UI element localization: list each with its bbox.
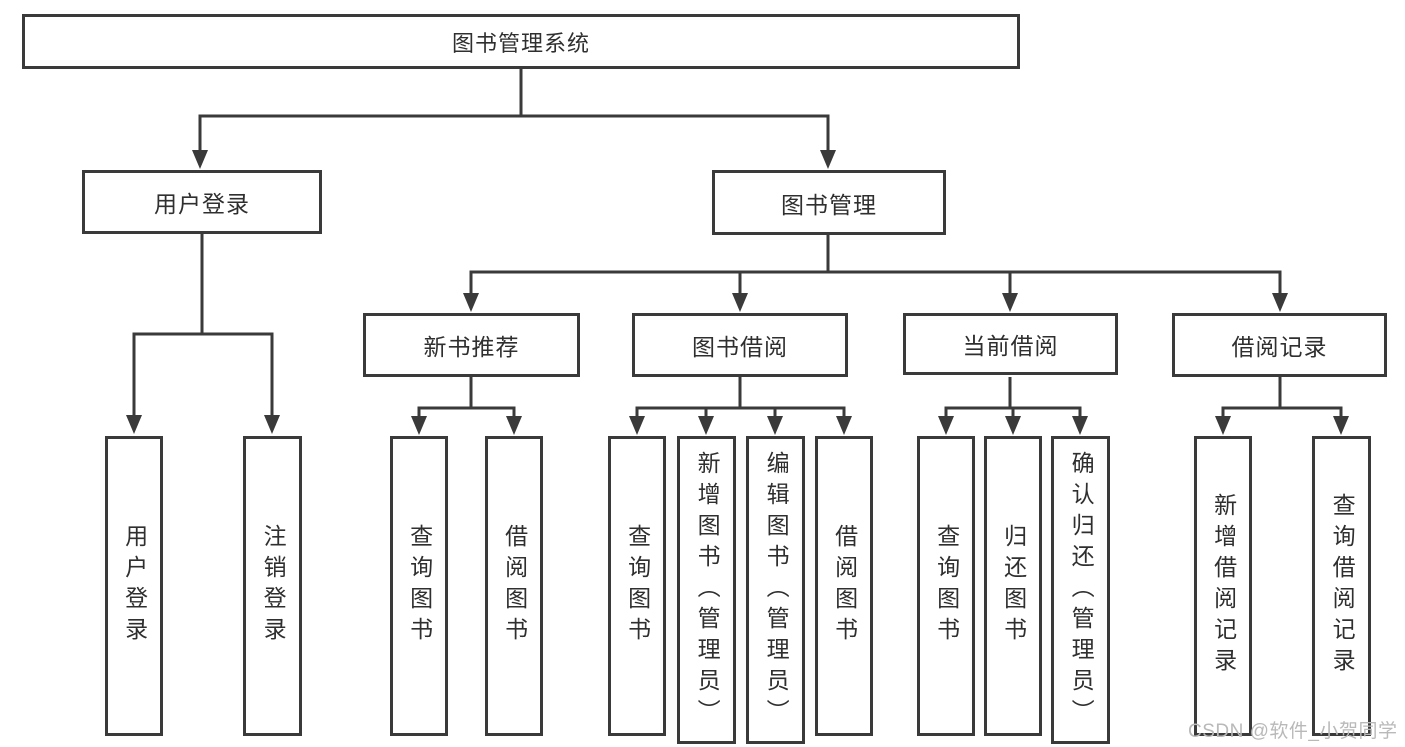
node-user-login-leaf-label: 用户登录	[121, 524, 148, 648]
node-root-label: 图书管理系统	[451, 30, 590, 56]
node-br-query-record: 查询借阅记录	[1312, 436, 1371, 736]
node-nb-borrow-book: 借阅图书	[485, 436, 543, 736]
node-logout-leaf: 注销登录	[243, 436, 302, 736]
node-nb-borrow-book-label: 借阅图书	[501, 524, 528, 648]
node-bb-query-book-label: 查询图书	[624, 524, 651, 648]
node-book-borrowing-label: 图书借阅	[692, 334, 788, 360]
node-bb-borrow-book-label: 借阅图书	[831, 524, 858, 648]
node-bb-add-book-admin: 新增图书（管理员）	[677, 436, 736, 744]
node-cb-confirm-return-admin-label: 确认归还（管理员）	[1068, 450, 1095, 730]
node-user-login-leaf: 用户登录	[105, 436, 163, 736]
edge-bb-split	[635, 406, 846, 419]
node-book-management: 图书管理	[712, 170, 946, 235]
edge-br-split	[1221, 406, 1343, 419]
node-book-borrowing: 图书借阅	[632, 313, 848, 377]
node-user-login: 用户登录	[82, 170, 322, 234]
node-bb-add-book-admin-label: 新增图书（管理员）	[694, 450, 721, 730]
node-book-management-label: 图书管理	[781, 191, 877, 218]
node-borrowing-records-label: 借阅记录	[1231, 334, 1328, 360]
watermark: CSDN @软件_小贺同学	[1188, 721, 1398, 742]
node-root: 图书管理系统	[22, 14, 1020, 69]
node-br-add-record-label: 新增借阅记录	[1210, 493, 1237, 679]
edge-root-split	[198, 114, 830, 153]
node-cb-query-book: 查询图书	[917, 436, 975, 736]
node-current-borrowing: 当前借阅	[903, 313, 1118, 375]
node-cb-query-book-label: 查询图书	[933, 524, 960, 648]
node-bb-edit-book-admin-label: 编辑图书（管理员）	[763, 450, 790, 730]
node-cb-return-book: 归还图书	[984, 436, 1042, 736]
edge-user-login-split	[132, 332, 274, 418]
node-borrowing-records: 借阅记录	[1172, 313, 1387, 377]
node-new-book-recommend-label: 新书推荐	[423, 334, 520, 360]
node-current-borrowing-label: 当前借阅	[962, 333, 1059, 359]
node-bb-borrow-book: 借阅图书	[815, 436, 873, 736]
edge-nb-split	[417, 406, 516, 419]
node-br-query-record-label: 查询借阅记录	[1329, 493, 1356, 679]
node-cb-confirm-return-admin: 确认归还（管理员）	[1051, 436, 1110, 744]
node-user-login-label: 用户登录	[154, 191, 250, 217]
node-new-book-recommend: 新书推荐	[363, 313, 580, 377]
node-bb-edit-book-admin: 编辑图书（管理员）	[746, 436, 805, 744]
node-logout-leaf-label: 注销登录	[260, 524, 287, 648]
arrowheads	[126, 150, 1349, 435]
node-nb-query-book-label: 查询图书	[406, 524, 433, 648]
node-bb-query-book: 查询图书	[608, 436, 666, 736]
node-br-add-record: 新增借阅记录	[1194, 436, 1252, 736]
node-nb-query-book: 查询图书	[390, 436, 448, 736]
node-cb-return-book-label: 归还图书	[1000, 524, 1027, 648]
edge-book-mgmt-split	[469, 270, 1282, 297]
